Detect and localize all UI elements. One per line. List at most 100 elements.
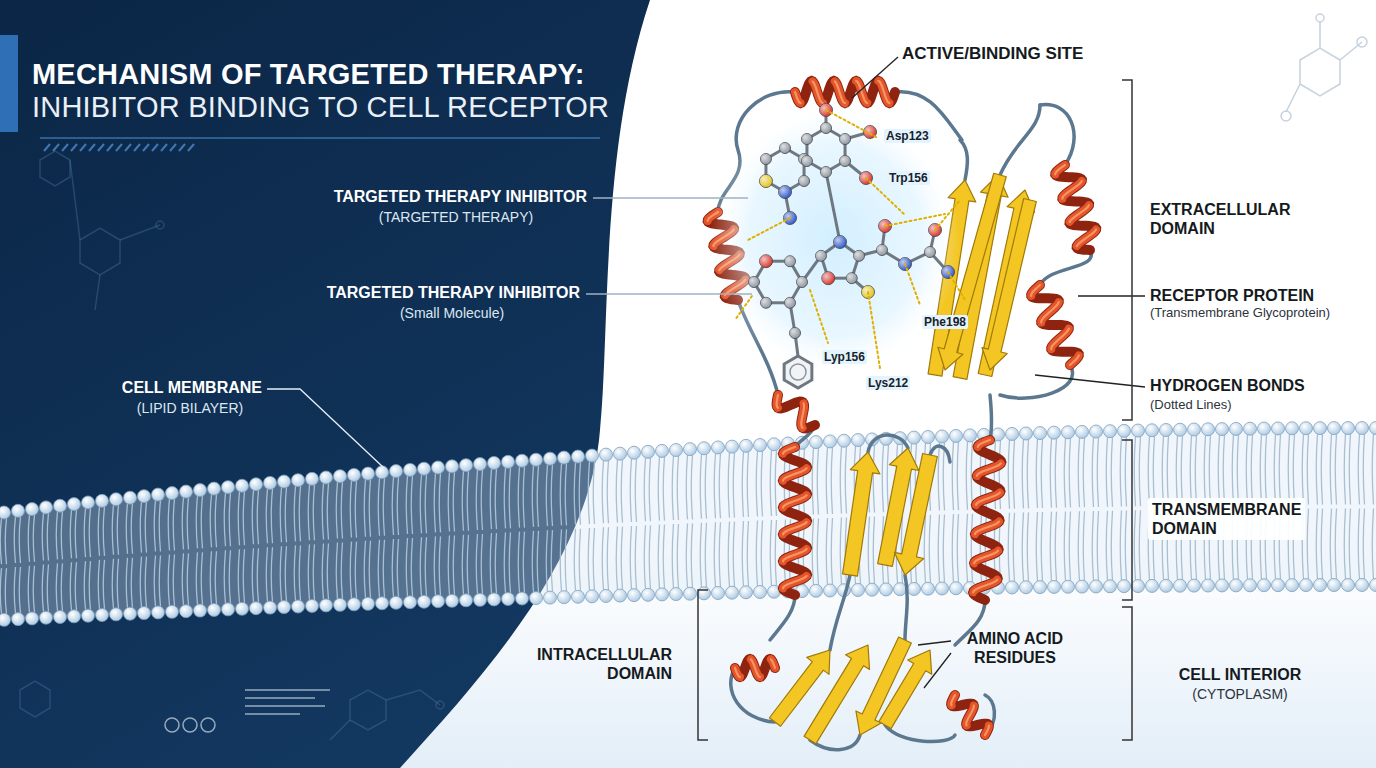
lipid-bilayer [42,565,48,612]
lipid-bilayer [672,456,678,520]
alpha-helix [735,668,740,677]
background-molecule-sketch [20,151,444,740]
lipid-bilayer [1258,579,1271,592]
lipid-bilayer [306,472,319,485]
lipid-bilayer [754,439,767,452]
lipid-bilayer [686,523,692,587]
corner-molecule-sketch [1316,14,1324,22]
inhibitor-molecule [815,250,826,261]
lipid-bilayer [1118,424,1131,437]
lipid-bilayer [1218,435,1224,505]
lipid-bilayer [670,443,683,456]
lipid-bilayer [560,464,566,526]
lipid-bilayer [446,460,459,473]
lipid-bilayer [572,450,585,463]
title-accent [152,144,158,151]
alpha-helix [801,403,804,427]
lipid-bilayer [530,592,543,605]
inhibitor-molecule [785,256,796,267]
lipid-bilayer [1020,581,1033,594]
leader-lines [267,57,1145,688]
lipid-bilayer [336,482,342,538]
inhibitor-molecule [780,143,791,154]
lipid-bilayer [726,440,739,453]
alpha-helix [951,695,955,705]
lipid-bilayer [838,434,851,447]
lipid-bilayer [320,471,333,484]
lipid-bilayer [868,517,874,584]
inhibitor-molecule [797,277,808,288]
alpha-helix [1041,302,1059,323]
lipid-bilayer [168,499,174,550]
lipid-bilayer [1146,579,1159,592]
alpha-helix [783,576,807,588]
title-accent [62,144,68,151]
lipid-bilayer [406,476,412,534]
alpha-helix [978,440,990,447]
lipid-bilayer [880,583,893,596]
protein-loops [905,575,907,640]
lipid-bilayer [770,520,776,586]
lipid-bilayer [292,474,305,487]
hydrogen-bonds [826,110,878,138]
lipid-bilayer [1120,437,1126,507]
lipid-bilayer [434,536,440,595]
lipid-bilayer [1370,422,1376,435]
background-molecule-sketch [156,221,164,229]
binding-site-glow [710,102,960,378]
lipid-bilayer [1358,434,1364,504]
residue-label: Phe198 [922,315,968,329]
lipid-bilayer [474,458,487,471]
lipid-bilayer [630,459,636,522]
lipid-bilayer [1176,436,1182,506]
domain-label: INTRACELLULAR DOMAIN [537,645,672,683]
alpha-helix [783,549,807,561]
alpha-helix [975,522,999,535]
alpha-helix [977,463,1001,476]
alpha-helix [1070,205,1089,222]
lipid-bilayer [434,473,440,532]
lipid-bilayer [488,456,501,469]
lipid-bilayer [210,551,216,604]
lipid-bilayer [712,587,725,600]
lipid-bilayer [1162,436,1168,506]
alpha-helix [783,495,807,507]
lipid-bilayer [96,494,109,507]
inhibitor-molecule [784,356,812,388]
inhibitor-label: TARGETED THERAPY INHIBITOR [334,187,587,206]
lipid-bilayer [376,466,389,479]
lipid-bilayer [1274,434,1280,504]
domain-label: TRANSMEMBRANE DOMAIN [1148,498,1305,540]
lipid-bilayer [812,518,818,584]
background-molecule-sketch [40,151,70,186]
lipid-bilayer [140,557,146,607]
residues-label: AMINO ACID RESIDUES [955,629,1075,667]
alpha-helix [795,81,895,103]
alpha-helix [783,522,807,534]
alpha-helix [783,522,807,534]
membrane-label: CELL MEMBRANE [122,378,262,397]
alpha-helix [1070,355,1079,365]
lipid-bilayer [1062,580,1075,593]
lipid-bilayer [266,489,272,543]
inhibitor-molecule [821,167,832,178]
lipid-bilayer [1328,579,1341,592]
lipid-bilayer [1342,422,1355,435]
leader-lines [852,57,898,98]
alpha-helix [1051,329,1069,350]
lipid-bilayer [1232,435,1238,505]
lipid-bilayer [1300,579,1313,592]
lipid-bilayer [698,442,711,455]
alpha-helix [783,447,795,454]
lipid-bilayer [336,543,342,599]
lipid-bilayer [294,486,300,541]
alpha-helix [976,492,1000,505]
inhibitor-molecule [749,104,955,389]
lipid-bilayer [922,431,935,444]
lipid-bilayer [26,612,39,625]
lipid-bilayer [1316,434,1322,504]
lipid-bilayer [404,596,417,609]
lipid-bilayer [112,559,118,609]
lipid-bilayer [168,554,174,605]
lipid-bilayer [152,488,165,501]
